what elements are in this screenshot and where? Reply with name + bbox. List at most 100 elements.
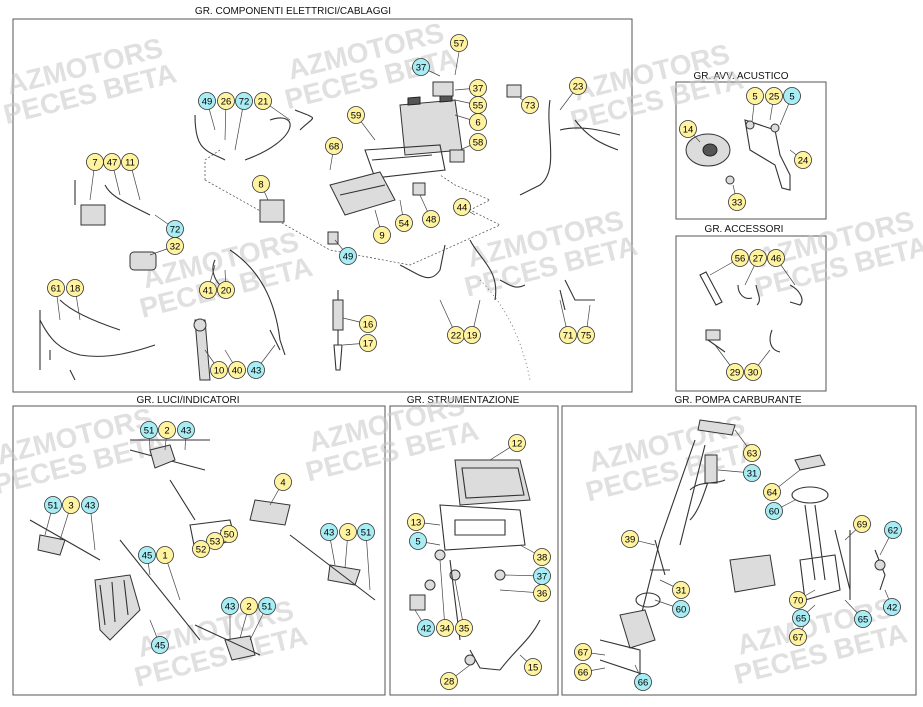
callout-label: 67: [793, 632, 804, 643]
callout-68: 68: [325, 137, 343, 155]
callout-circle: [789, 591, 807, 609]
callout-label: 32: [170, 241, 181, 252]
callout-circle: [254, 92, 272, 110]
callout-11: 11: [121, 153, 139, 171]
callout-circle: [783, 87, 801, 105]
callout-15: 15: [524, 658, 542, 676]
callout-label: 17: [363, 338, 374, 349]
callout-circle: [453, 198, 471, 216]
callout-label: 65: [858, 614, 869, 625]
callout-label: 37: [416, 62, 427, 73]
ecu-part: [329, 171, 396, 216]
callout-circle: [252, 175, 270, 193]
callout-circle: [634, 673, 652, 691]
callout-label: 69: [857, 519, 868, 530]
parts-acustico: [685, 119, 791, 191]
callout-63: 63: [743, 444, 761, 462]
callout-label: 39: [625, 534, 636, 545]
callout-circle: [228, 361, 246, 379]
callout-circle: [672, 581, 690, 599]
callout-circle: [521, 96, 539, 114]
callout-label: 41: [203, 285, 214, 296]
callout-29: 29: [726, 363, 744, 381]
callout-circle: [103, 153, 121, 171]
callout-65: 65: [792, 609, 810, 627]
callout-45: 45: [151, 636, 169, 654]
callout-circle: [166, 237, 184, 255]
callout-label: 30: [748, 367, 759, 378]
callout-circle: [455, 619, 473, 637]
dashboard-part: [454, 459, 531, 506]
callout-circle: [221, 597, 239, 615]
callout-17: 17: [359, 334, 377, 352]
callout-60: 60: [765, 502, 783, 520]
callout-label: 29: [730, 367, 741, 378]
callout-42: 42: [417, 619, 435, 637]
callout-27: 27: [749, 249, 767, 267]
title-acustico: GR. AVV. ACUSTICO: [693, 71, 788, 82]
callout-45: 45: [138, 546, 156, 564]
callout-61: 61: [47, 279, 65, 297]
callout-circle: [62, 496, 80, 514]
callout-label: 45: [142, 550, 153, 561]
callout-circle: [198, 92, 216, 110]
callout-label: 3: [345, 527, 350, 538]
callout-circle: [121, 153, 139, 171]
callout-50: 50: [220, 525, 238, 543]
callout-58: 58: [469, 133, 487, 151]
callout-60: 60: [672, 600, 690, 618]
callout-circle: [726, 363, 744, 381]
callout-circle: [533, 584, 551, 602]
fuel-pump-part: [619, 609, 656, 649]
callout-label: 21: [258, 96, 269, 107]
headlight-part: [94, 574, 141, 641]
callout-label: 43: [324, 527, 335, 538]
callout-51: 51: [258, 597, 276, 615]
callout-3: 3: [62, 496, 80, 514]
callout-label: 22: [451, 330, 462, 341]
callout-label: 28: [444, 676, 455, 687]
callout-20: 20: [217, 281, 235, 299]
callout-circle: [347, 106, 365, 124]
callout-label: 72: [170, 224, 181, 235]
callout-47: 47: [103, 153, 121, 171]
callout-18: 18: [66, 279, 84, 297]
callout-label: 14: [683, 124, 694, 135]
callout-circle: [883, 598, 901, 616]
callout-62: 62: [884, 521, 902, 539]
callout-23: 23: [569, 77, 587, 95]
callout-label: 2: [164, 425, 169, 436]
callout-66: 66: [634, 673, 652, 691]
callout-circle: [743, 444, 761, 462]
callout-43: 43: [247, 361, 265, 379]
callout-8: 8: [252, 175, 270, 193]
callout-label: 37: [537, 571, 548, 582]
callout-circle: [577, 326, 595, 344]
callout-72: 72: [166, 220, 184, 238]
callout-label: 34: [440, 623, 451, 634]
callout-label: 65: [796, 613, 807, 624]
callout-19: 19: [463, 326, 481, 344]
callout-25: 25: [765, 87, 783, 105]
callout-label: 49: [343, 251, 354, 262]
callout-label: 40: [232, 365, 243, 376]
callout-circle: [746, 87, 764, 105]
callout-56: 56: [731, 249, 749, 267]
callout-label: 51: [361, 527, 372, 538]
callout-2: 2: [240, 597, 258, 615]
callout-circle: [206, 532, 224, 550]
callout-10: 10: [210, 361, 228, 379]
callout-label: 4: [280, 477, 285, 488]
callout-label: 43: [251, 365, 262, 376]
callout-circle: [794, 151, 812, 169]
callout-54: 54: [395, 214, 413, 232]
callout-49: 49: [198, 92, 216, 110]
callout-circle: [47, 279, 65, 297]
callout-75: 75: [577, 326, 595, 344]
callout-label: 64: [767, 487, 778, 498]
callout-circle: [357, 523, 375, 541]
callout-label: 43: [181, 425, 192, 436]
callout-circle: [407, 513, 425, 531]
